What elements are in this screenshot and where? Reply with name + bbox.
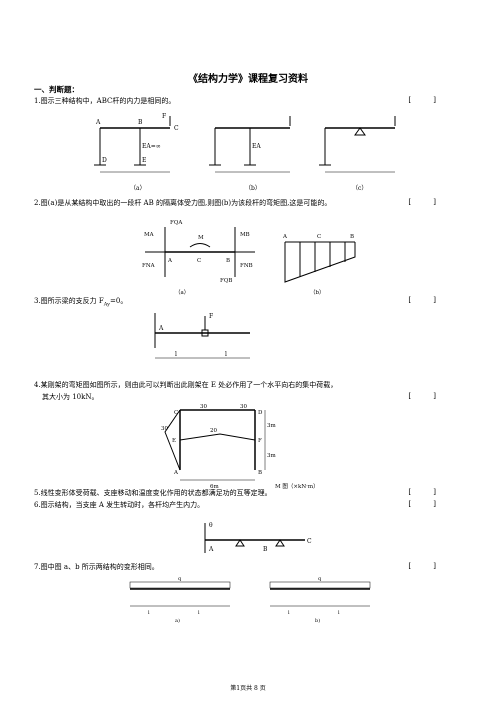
- figure-4-moment-diagram: 30 30 20 30 3m 3m 6m C D E F A B M 图（×kN…: [161, 404, 319, 490]
- answer-bracket-7[interactable]: [ ]: [408, 562, 446, 570]
- span-l-b1: l: [288, 610, 290, 616]
- caption-2b: （b）: [310, 289, 325, 296]
- answer-bracket-2[interactable]: [ ]: [408, 198, 446, 206]
- question-3: 3.图所示梁的支反力 FAy=0。: [34, 297, 128, 308]
- answer-bracket-5[interactable]: [ ]: [408, 488, 446, 496]
- label-EA-inf: EA=∞: [142, 143, 161, 150]
- load-q-a: q: [178, 576, 182, 582]
- label-EA: EA: [252, 143, 261, 150]
- point-B4: B: [258, 470, 262, 476]
- force-FNB: FNB: [240, 263, 253, 269]
- point-D4: D: [258, 410, 263, 416]
- figure-1-frames: A B C D E F EA=∞ EA （a） （b） （c）: [94, 113, 396, 192]
- span-l-a1: l: [148, 610, 150, 616]
- figure-3-beam: F A l l: [154, 313, 250, 359]
- caption-7b: b): [315, 617, 320, 624]
- label-B6: B: [263, 546, 268, 553]
- force-FNA: FNA: [142, 263, 156, 269]
- question-2: 2.图(a)是从某结构中取出的一段杆 AB 的隔离体受力图,则图(b)为该段杆的…: [34, 199, 332, 207]
- point-E4: E: [172, 438, 176, 444]
- point-A4: A: [173, 470, 179, 476]
- dim-3m-upper: 3m: [267, 423, 276, 429]
- point-A: A: [167, 258, 173, 264]
- label-C6: C: [307, 538, 312, 545]
- value-20: 20: [210, 428, 217, 434]
- page-title: 《结构力学》课程复习资料: [188, 74, 308, 85]
- figure-2-free-body: M FNB FQB FNA FQA MA MB A C B A C B （a） …: [142, 220, 356, 296]
- force-FQB: FQB: [220, 278, 232, 284]
- b-point-A: A: [282, 234, 288, 240]
- question-5: 5.线性变形体受荷载、支座移动和温度变化作用的状态都满足功的互等定理。: [34, 489, 272, 497]
- label-theta: θ: [209, 522, 213, 529]
- force-MA: MA: [144, 232, 155, 238]
- question-6: 6.图示结构，当支座 A 发生转动时，各杆均产生内力。: [34, 501, 205, 509]
- label-D: D: [102, 157, 107, 164]
- caption-a: （a）: [130, 185, 146, 192]
- page-footer: 第1页共 8 页: [230, 685, 266, 692]
- label-l2: l: [225, 351, 227, 358]
- figure-7-beams: q q l l l l a) b): [129, 576, 371, 624]
- force-M: M: [198, 235, 204, 241]
- label-A6: A: [208, 546, 214, 553]
- b-point-B: B: [350, 234, 354, 240]
- question-7: 7.图中图 a、b 所示两结构的变形相同。: [34, 563, 159, 571]
- b-point-C: C: [317, 234, 321, 240]
- label-E: E: [142, 157, 146, 164]
- label-C: C: [174, 125, 179, 132]
- span-l-a2: l: [198, 610, 200, 616]
- caption-2a: （a）: [175, 289, 189, 296]
- dim-3m-lower: 3m: [267, 453, 276, 459]
- caption-c: （c）: [352, 185, 367, 192]
- point-C4: C: [174, 410, 178, 416]
- span-l-b2: l: [338, 610, 340, 616]
- point-F4: F: [258, 438, 262, 444]
- answer-bracket-3[interactable]: [ ]: [408, 296, 446, 304]
- label-B: B: [138, 119, 143, 126]
- answer-bracket-4[interactable]: [ ]: [408, 392, 446, 400]
- load-q-b: q: [318, 576, 322, 582]
- dim-6m: 6m: [210, 484, 219, 490]
- answer-bracket-6[interactable]: [ ]: [408, 500, 446, 508]
- figure-6-beam: θ A B C: [204, 522, 312, 553]
- point-B: B: [226, 258, 230, 264]
- section-heading: 一、判断题：: [34, 85, 79, 94]
- label-F3: F: [209, 313, 213, 320]
- value-30-top: 30: [200, 404, 207, 410]
- value-30-right: 30: [240, 404, 247, 410]
- value-30-left: 30: [161, 426, 168, 432]
- force-FQA: FQA: [170, 220, 183, 226]
- caption-b: （b）: [245, 185, 261, 192]
- label-l1: l: [175, 351, 177, 358]
- caption-7a: a): [175, 617, 180, 624]
- label-F: F: [162, 113, 166, 120]
- point-C: C: [197, 258, 201, 264]
- caption-4: M 图（×kN·m）: [275, 482, 319, 490]
- force-MB: MB: [240, 232, 250, 238]
- label-A3: A: [158, 325, 164, 332]
- question-4-line2: 其大小为 10kN。: [42, 393, 99, 401]
- label-A: A: [95, 119, 101, 126]
- question-4: 4.某刚架的弯矩图如图所示，则由此可以判断出此刚架在 E 处必作用了一个水平向右…: [34, 381, 338, 389]
- question-1: 1.图示三种结构中，ABC杆的内力是相同的。: [34, 97, 176, 105]
- answer-bracket-1[interactable]: [ ]: [408, 96, 446, 104]
